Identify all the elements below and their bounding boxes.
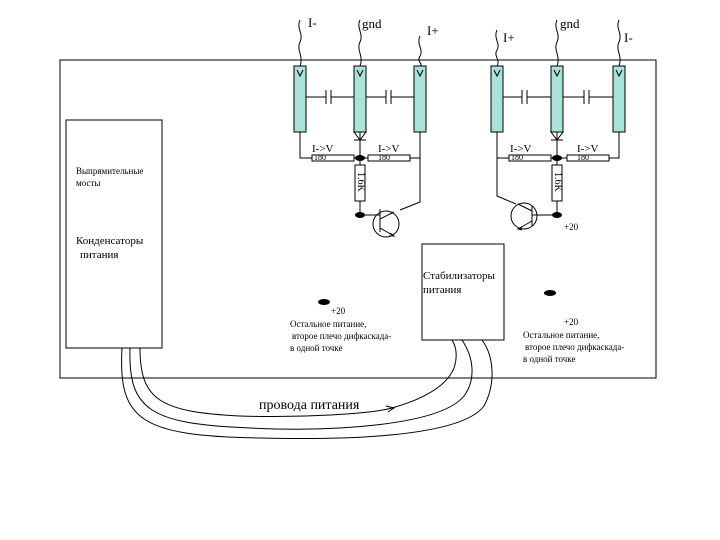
node-right-lower	[552, 212, 562, 218]
power-wire-outer	[121, 339, 493, 440]
converter-left-b: I->V	[378, 143, 400, 155]
label-left-gnd: gnd	[362, 16, 382, 31]
power-block	[65, 119, 163, 349]
note-right-plus20: +20	[564, 317, 579, 327]
svg-text:180: 180	[314, 153, 326, 162]
node-right-center	[552, 155, 562, 161]
wire-left-i-plus	[418, 35, 422, 67]
note-right-line1: Остальное питание,	[523, 330, 599, 340]
rectifiers-label-line1: Выпрямительные	[76, 166, 143, 176]
stabilizers-label-line1: Стабилизаторы	[423, 270, 495, 282]
note-left-line2: второе плечо дифкаскада-	[292, 331, 391, 341]
capacitors-label-line2: питания	[80, 249, 118, 261]
label-left-i-plus: I+	[427, 23, 439, 38]
svg-text:1.6K: 1.6K	[355, 172, 366, 193]
diode-left	[353, 131, 367, 141]
label-right-gnd: gnd	[560, 16, 580, 31]
label-left-i-minus: I-	[308, 15, 317, 30]
transistor-right	[510, 202, 538, 230]
svg-text:180: 180	[511, 153, 523, 162]
wire-left-gnd	[358, 19, 362, 67]
diode-right	[550, 131, 564, 141]
converter-right-b: I->V	[577, 143, 599, 155]
note-left-line3: в одной точке	[290, 343, 342, 353]
wire-right-i-minus	[617, 19, 621, 67]
node-left-note	[318, 299, 330, 305]
stabilizers-block	[421, 243, 505, 341]
capacitor-right-b	[563, 90, 613, 104]
note-left-plus20: +20	[331, 306, 346, 316]
chassis-outline	[59, 59, 657, 379]
label-right-i-minus: I-	[624, 30, 633, 45]
node-left-center	[355, 155, 365, 161]
note-left-line1: Остальное питание,	[290, 319, 366, 329]
capacitor-left-b	[366, 90, 414, 104]
wire-left-i-minus	[298, 19, 302, 67]
wire-right-gnd	[555, 19, 559, 67]
label-plus20-top: +20	[564, 222, 579, 232]
wire-right-i-plus	[495, 29, 499, 67]
power-wire-middle	[129, 339, 473, 430]
note-right-line2: второе плечо дифкаскада-	[525, 342, 624, 352]
power-wire-inner	[139, 339, 457, 418]
converter-right-a: I->V	[510, 143, 532, 155]
capacitor-right-a	[503, 90, 551, 104]
note-right-line3: в одной точке	[523, 354, 575, 364]
capacitors-label-line1: Конденсаторы	[76, 235, 144, 247]
stabilizers-label-line2: питания	[423, 284, 461, 296]
capacitor-left-a	[306, 90, 354, 104]
power-wires-label: провода питания	[259, 398, 360, 413]
svg-text:180: 180	[378, 153, 390, 162]
transistor-left	[372, 210, 400, 238]
svg-text:180: 180	[577, 153, 589, 162]
svg-text:1.6K: 1.6K	[552, 172, 563, 193]
converter-left-a: I->V	[312, 143, 334, 155]
label-right-i-plus: I+	[503, 30, 515, 45]
node-left-lower	[355, 212, 365, 218]
node-right-note	[544, 290, 556, 296]
rectifiers-label-line2: мосты	[76, 178, 100, 188]
